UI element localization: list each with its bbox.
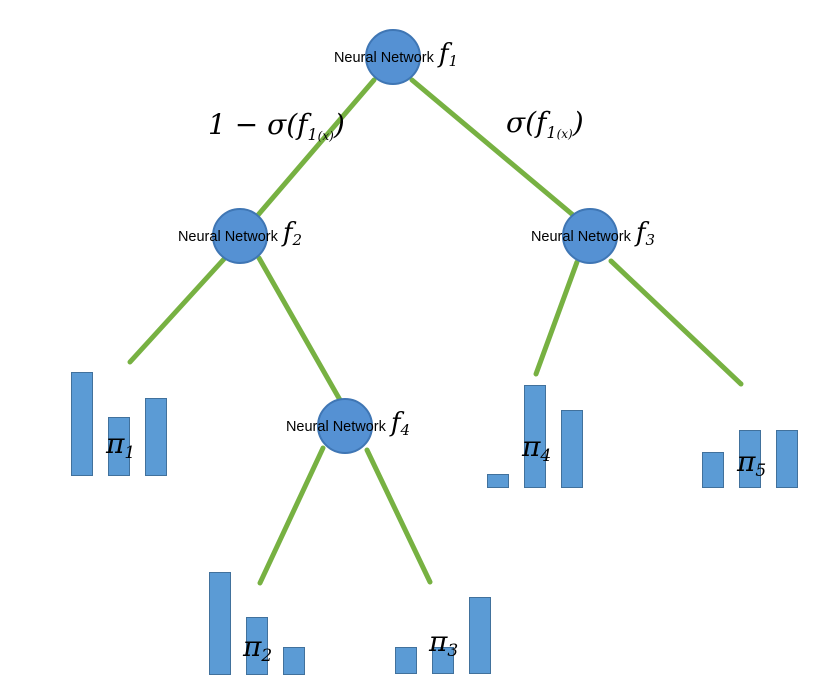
node-circle-f4 bbox=[317, 398, 373, 454]
leaf-distribution-pi2 bbox=[209, 565, 305, 675]
pi1-label: π1 bbox=[106, 430, 135, 467]
pi2-label: π2 bbox=[243, 633, 272, 670]
pi-sub: 2 bbox=[261, 646, 273, 666]
edge-f1-f2 bbox=[255, 77, 377, 218]
pi5-label: π5 bbox=[737, 448, 766, 485]
node-text: Neural Network bbox=[333, 50, 434, 66]
edge-f3-pi5 bbox=[608, 258, 744, 387]
distribution-bar bbox=[524, 385, 546, 488]
leaf-distribution-pi1 bbox=[71, 366, 167, 476]
node-symbol: f bbox=[390, 408, 401, 438]
distribution-bar bbox=[209, 572, 231, 675]
edge-label-text: 1 − σ(f bbox=[208, 108, 308, 141]
node-symbol: f bbox=[635, 218, 646, 248]
edge-f4-pi2 bbox=[257, 445, 326, 586]
distribution-bar bbox=[395, 647, 417, 674]
pi-symbol: π bbox=[106, 427, 125, 460]
distribution-bar bbox=[283, 647, 305, 675]
leaf-distribution-pi4 bbox=[487, 378, 583, 488]
node-text: Neural Network bbox=[285, 419, 386, 435]
edge-f4-pi3 bbox=[364, 447, 433, 585]
edge-label-text: σ(f bbox=[506, 106, 547, 139]
edge-f2-pi1 bbox=[127, 256, 227, 365]
pi-symbol: π bbox=[522, 430, 541, 463]
distribution-bar bbox=[776, 430, 798, 488]
edge-label-close: ) bbox=[572, 106, 584, 139]
pi-symbol: π bbox=[243, 630, 262, 663]
edge-label-right-probability: σ(f1(x)) bbox=[506, 106, 584, 142]
pi-sub: 5 bbox=[755, 461, 767, 481]
leaf-distribution-pi3 bbox=[395, 564, 491, 674]
distribution-bar bbox=[469, 597, 491, 674]
distribution-bar bbox=[432, 647, 454, 674]
distribution-bar bbox=[702, 452, 724, 488]
node-symbol-sub: 1 bbox=[448, 52, 459, 70]
distribution-bar bbox=[487, 474, 509, 488]
edge-f2-f4 bbox=[256, 255, 343, 403]
node-circle-f1 bbox=[365, 29, 421, 85]
edge-label-subsub: (x) bbox=[556, 127, 573, 141]
node-symbol-sub: 2 bbox=[292, 231, 303, 249]
node-circle-f2 bbox=[212, 208, 268, 264]
pi3-label: π3 bbox=[429, 628, 458, 665]
distribution-bar bbox=[71, 372, 93, 476]
node-symbol-sub: 3 bbox=[645, 231, 656, 249]
pi-symbol: π bbox=[737, 445, 756, 478]
pi-symbol: π bbox=[429, 625, 448, 658]
distribution-bar bbox=[246, 617, 268, 675]
node-symbol-sub: 4 bbox=[400, 421, 411, 439]
pi4-label: π4 bbox=[522, 433, 551, 470]
edge-label-sub: 1 bbox=[546, 123, 557, 142]
distribution-bar bbox=[739, 430, 761, 488]
distribution-bar bbox=[108, 417, 130, 476]
node-symbol: f bbox=[438, 39, 449, 69]
edge-f3-pi4 bbox=[533, 259, 580, 377]
node-text: Neural Network bbox=[530, 229, 631, 245]
edge-label-subsub: (x) bbox=[317, 129, 334, 143]
edge-f1-f3 bbox=[409, 77, 576, 218]
node-circle-f3 bbox=[562, 208, 618, 264]
node-symbol: f bbox=[282, 218, 293, 248]
pi-sub: 1 bbox=[124, 443, 136, 463]
edge-label-left-probability: 1 − σ(f1(x)) bbox=[208, 108, 345, 144]
pi-sub: 3 bbox=[447, 641, 459, 661]
leaf-distribution-pi5 bbox=[702, 378, 798, 488]
node-text: Neural Network bbox=[177, 229, 278, 245]
edge-label-close: ) bbox=[333, 108, 345, 141]
edge-label-sub: 1 bbox=[307, 125, 318, 144]
pi-sub: 4 bbox=[540, 446, 552, 466]
distribution-bar bbox=[561, 410, 583, 488]
distribution-bar bbox=[145, 398, 167, 476]
